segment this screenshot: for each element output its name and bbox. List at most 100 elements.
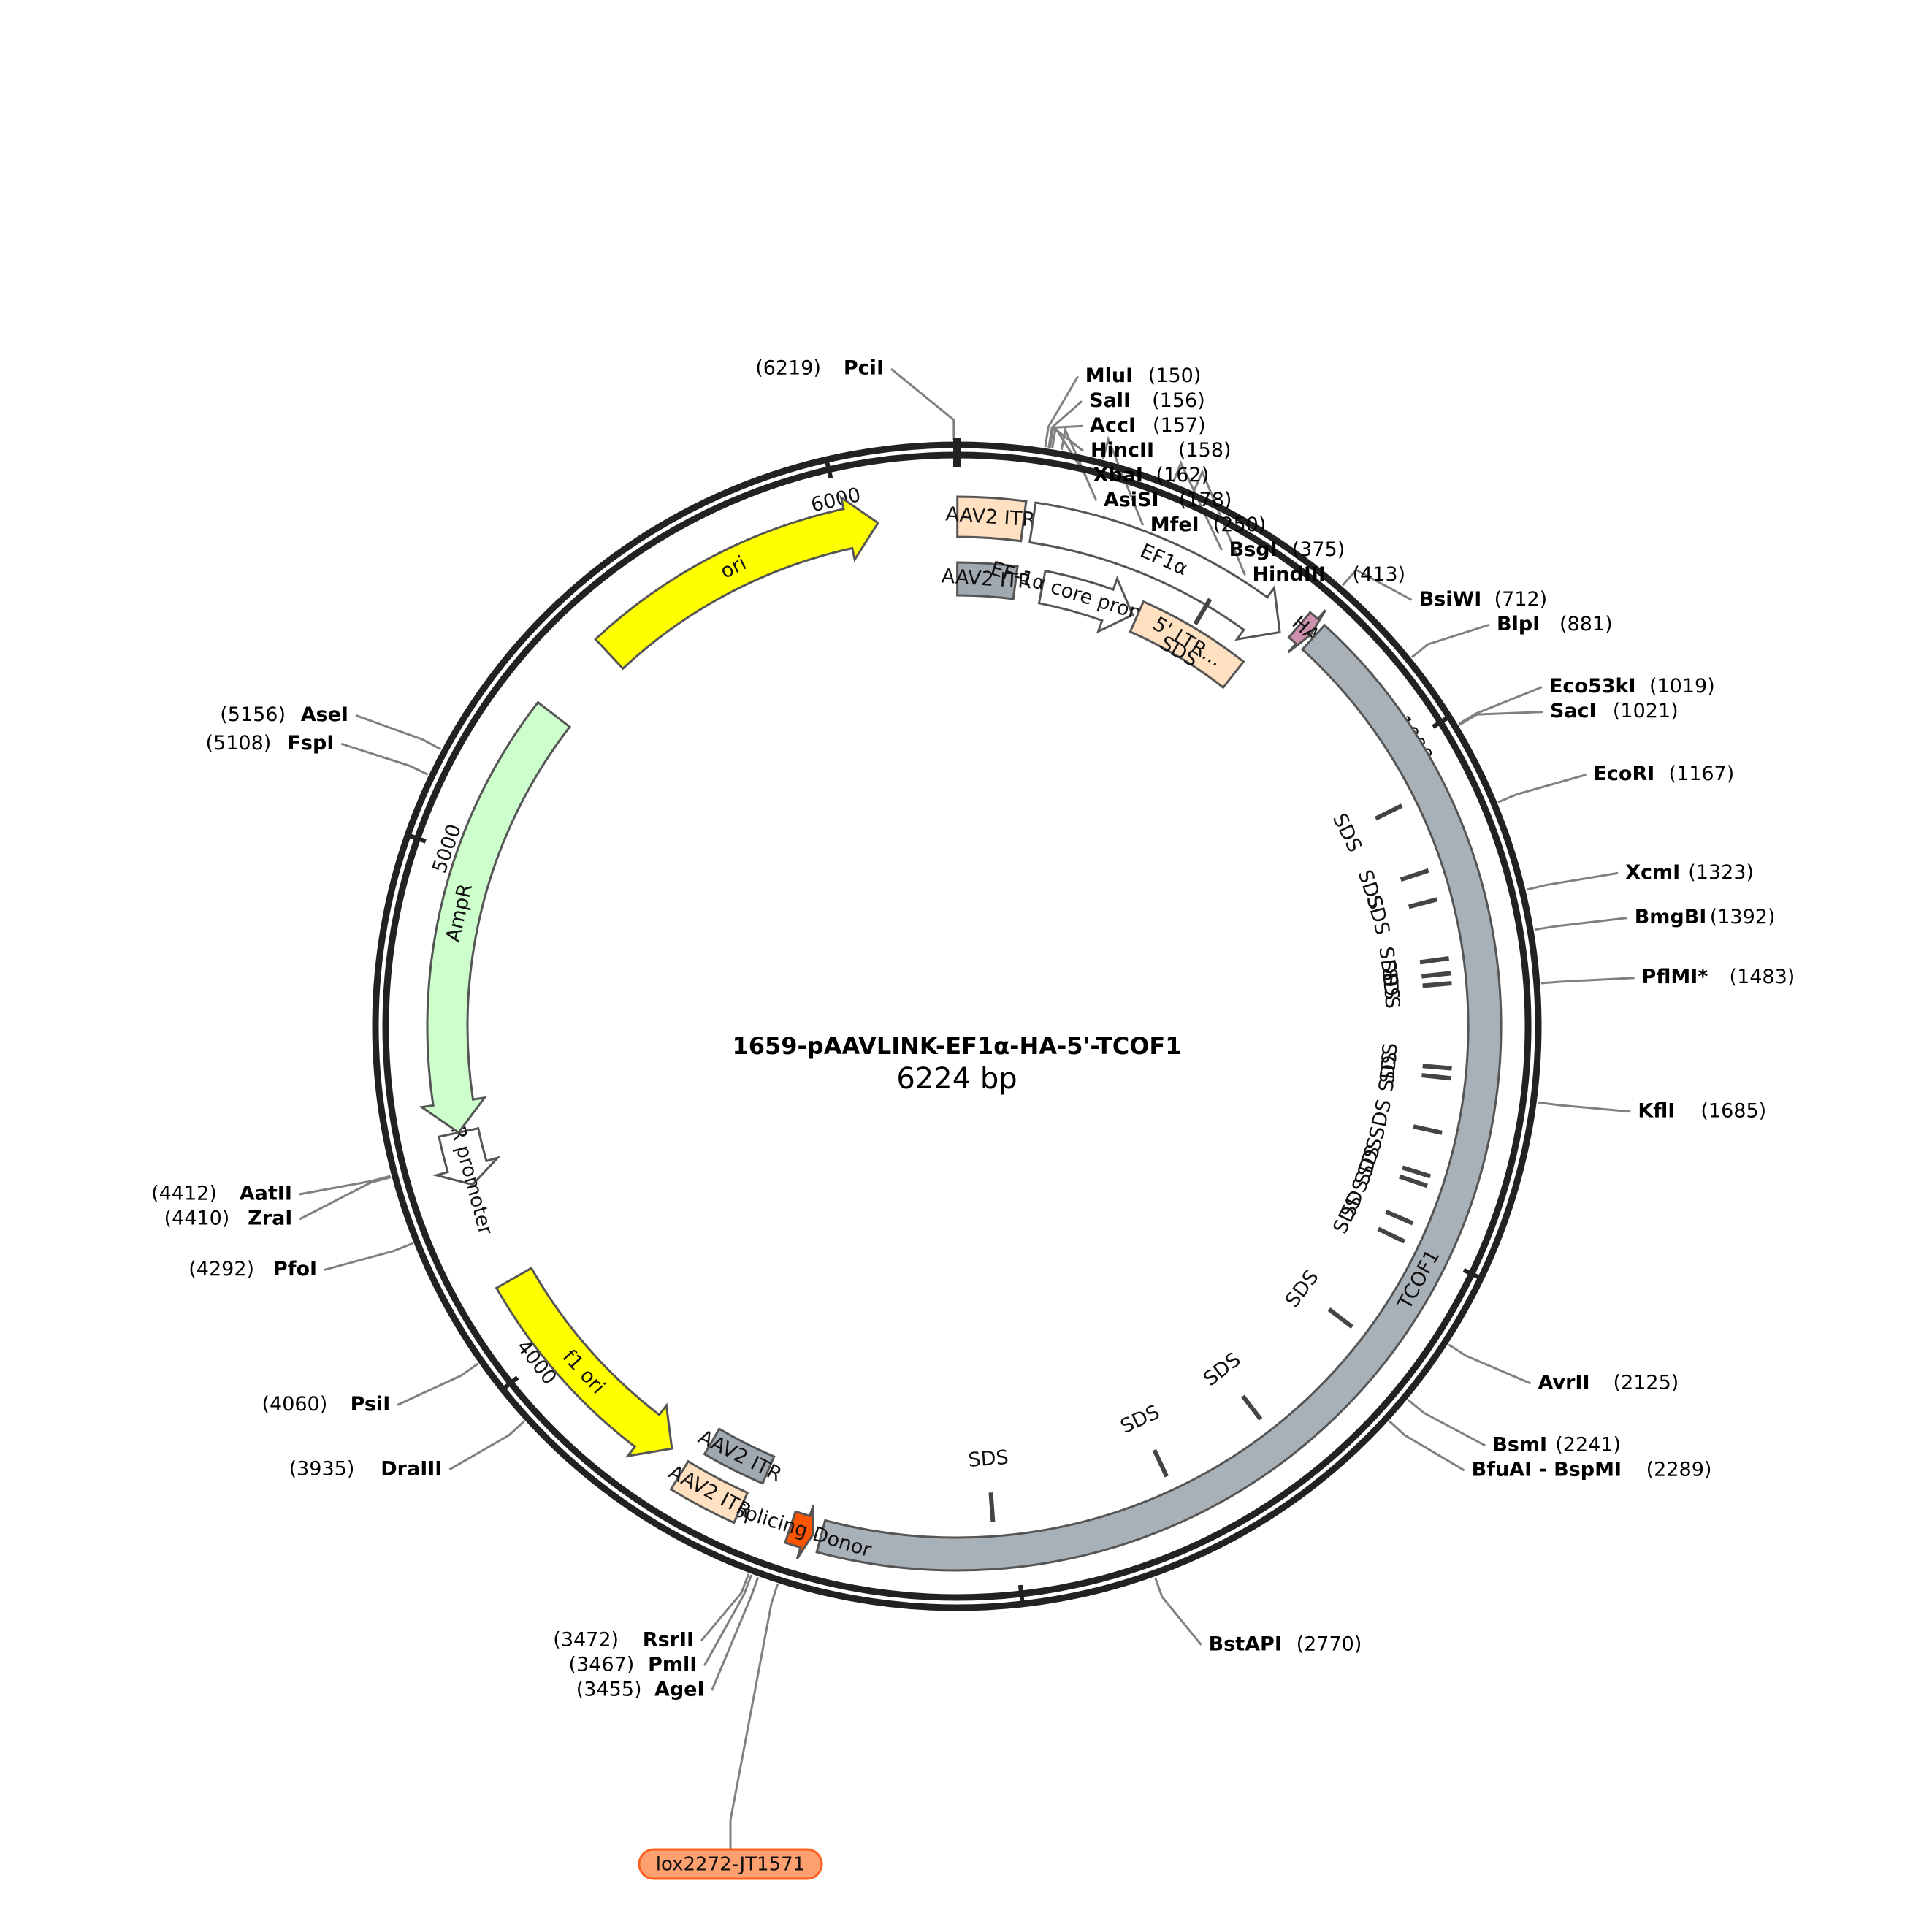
- site-ecori[interactable]: EcoRI(1167): [1593, 763, 1734, 785]
- feature-aav2-itr-13[interactable]: [703, 1427, 776, 1485]
- site-pmli[interactable]: PmlI(3467): [569, 1654, 698, 1676]
- site-labels: MluI(150)SalI(156)AccI(157)HincII(158)Xb…: [151, 357, 1795, 1880]
- tick-mark-1000: [1432, 716, 1448, 729]
- site-hindiii[interactable]: HindIII(413): [1252, 563, 1405, 586]
- site-position: (3467): [569, 1654, 635, 1676]
- site-leader-saci: [1459, 711, 1543, 726]
- feature-aav2-itr-0[interactable]: [956, 495, 1028, 543]
- lox-label: lox2272-JT1571: [656, 1854, 805, 1876]
- site-name: HindIII: [1252, 563, 1326, 586]
- plasmid-size: 6224 bp: [896, 1062, 1017, 1096]
- site-name: PfoI: [273, 1258, 317, 1280]
- site-position: (2289): [1646, 1458, 1712, 1481]
- sds-label-1: SDS: [1328, 810, 1366, 856]
- site-bsgi[interactable]: BsgI(375): [1229, 538, 1345, 561]
- site-rsrii[interactable]: RsrII(3472): [553, 1629, 694, 1652]
- site-name: MfeI: [1150, 514, 1199, 536]
- feature-splicing-donor-4[interactable]: [784, 1504, 814, 1559]
- site-position: (881): [1559, 613, 1613, 635]
- site-pcii[interactable]: PciI(6219): [755, 357, 884, 380]
- site-bsiwi[interactable]: BsiWI(712): [1419, 588, 1548, 611]
- feature-aav2-itr-5[interactable]: [669, 1459, 749, 1524]
- site-asei[interactable]: AseI(5156): [220, 703, 348, 726]
- site-position: (1021): [1613, 700, 1679, 722]
- sds-mark-3: [1408, 897, 1438, 909]
- sds-mark-10: [1402, 1165, 1432, 1179]
- site-leader-avrii: [1448, 1343, 1532, 1385]
- backbone-outer-strand: [372, 441, 1542, 1611]
- feature-ef-1-core-promoter-11[interactable]: [1037, 569, 1134, 634]
- site-hincii[interactable]: HincII(158): [1091, 439, 1232, 462]
- site-name: PflMI*: [1642, 966, 1708, 988]
- site-psii[interactable]: PsiI(4060): [261, 1393, 390, 1416]
- feature-ampr-8[interactable]: [419, 700, 572, 1134]
- site-zrai[interactable]: ZraI (4410): [164, 1207, 293, 1230]
- site-name: AgeI: [654, 1679, 705, 1701]
- site-sali[interactable]: SalI(156): [1089, 389, 1205, 412]
- site-leader-pmli: [703, 1574, 753, 1666]
- site-name: BfuAI - BspMI: [1472, 1458, 1622, 1481]
- site-xcmi[interactable]: XcmI(1323): [1625, 861, 1754, 884]
- site-name: BsmI: [1492, 1433, 1547, 1456]
- site-aatii[interactable]: AatII(4412): [151, 1183, 292, 1205]
- sds-mark-15: [1241, 1394, 1263, 1421]
- tick-mark-2000: [1462, 1267, 1480, 1279]
- lox-feature[interactable]: lox2272-JT1571: [638, 1848, 823, 1880]
- site-acci[interactable]: AccI(157): [1090, 414, 1206, 437]
- site-name: EcoRI: [1593, 763, 1654, 785]
- site-leader-ecori: [1497, 774, 1587, 803]
- site-bstapi[interactable]: BstAPI(2770): [1209, 1633, 1362, 1655]
- site-leader-mlui: [1044, 375, 1080, 448]
- site-mlui[interactable]: MluI(150): [1085, 364, 1202, 387]
- site-xbai[interactable]: XbaI (162): [1093, 464, 1210, 486]
- site-name: XbaI: [1093, 464, 1143, 486]
- site-position: (4060): [261, 1393, 327, 1416]
- site-position: (4292): [188, 1258, 254, 1280]
- feature-ha-2[interactable]: [1287, 609, 1326, 654]
- site-position: (2125): [1614, 1372, 1679, 1394]
- site-position: (178): [1179, 489, 1232, 511]
- site-bsmi[interactable]: BsmI(2241): [1492, 1433, 1621, 1456]
- tick-mark-6000: [825, 462, 833, 479]
- site-name: ZraI: [248, 1207, 292, 1230]
- sds-label-17: SDS: [968, 1446, 1009, 1472]
- site-fspi[interactable]: FspI(5108): [206, 732, 335, 755]
- site-agei[interactable]: AgeI (3455): [576, 1679, 705, 1701]
- site-mfei[interactable]: MfeI(250): [1150, 514, 1267, 536]
- site-bmgbi[interactable]: BmgBI(1392): [1635, 906, 1776, 928]
- backbone-inner-strand: [382, 451, 1532, 1601]
- feature-f1-ori-6[interactable]: [495, 1267, 673, 1458]
- site-asisi[interactable]: AsiSI(178): [1104, 489, 1232, 511]
- site-name: AvrII: [1538, 1372, 1590, 1394]
- feature-tcof1-3[interactable]: [815, 623, 1503, 1572]
- sds-label-16: SDS: [1117, 1401, 1163, 1438]
- site-pfoi[interactable]: PfoI (4292): [188, 1258, 317, 1280]
- sds-label-3: SDS: [1362, 893, 1394, 937]
- feature-5-ltr-12[interactable]: [1129, 600, 1245, 690]
- site-blpi[interactable]: BlpI(881): [1497, 613, 1613, 635]
- feature-aav2-itr-10[interactable]: [956, 561, 1019, 600]
- site-name: PciI: [844, 357, 884, 380]
- lox-pill: [638, 1848, 823, 1880]
- sds-label-4: SDS: [1374, 945, 1402, 988]
- site-position: (375): [1292, 538, 1345, 561]
- site-bfuai-bspmi[interactable]: BfuAI - BspMI (2289): [1472, 1458, 1712, 1481]
- site-kfli[interactable]: KflI(1685): [1638, 1099, 1766, 1122]
- site-saci[interactable]: SacI(1021): [1550, 700, 1679, 722]
- site-position: (712): [1494, 588, 1548, 611]
- site-draiii[interactable]: DraIII(3935): [289, 1457, 443, 1480]
- site-eco53ki[interactable]: Eco53kI(1019): [1549, 675, 1715, 698]
- site-pflmi[interactable]: PflMI*(1483): [1642, 966, 1795, 988]
- sds-label-15: SDS: [1199, 1348, 1245, 1391]
- site-position: (3455): [576, 1679, 642, 1701]
- site-name: XcmI: [1625, 861, 1680, 884]
- site-avrii[interactable]: AvrII (2125): [1538, 1372, 1679, 1394]
- site-position: (4410): [164, 1207, 230, 1230]
- sds-mark-13: [1377, 1226, 1406, 1244]
- site-position: (162): [1156, 464, 1210, 486]
- feature-ori-9[interactable]: [594, 495, 880, 671]
- sds-mark-17: [988, 1492, 996, 1522]
- site-position: (5156): [220, 703, 286, 726]
- feature-ef1-1[interactable]: [1028, 501, 1281, 641]
